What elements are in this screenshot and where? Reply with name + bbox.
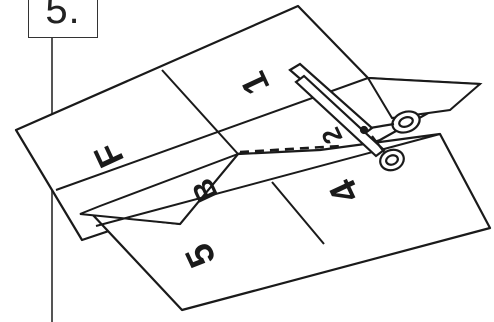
- scissors-pivot: [361, 127, 367, 133]
